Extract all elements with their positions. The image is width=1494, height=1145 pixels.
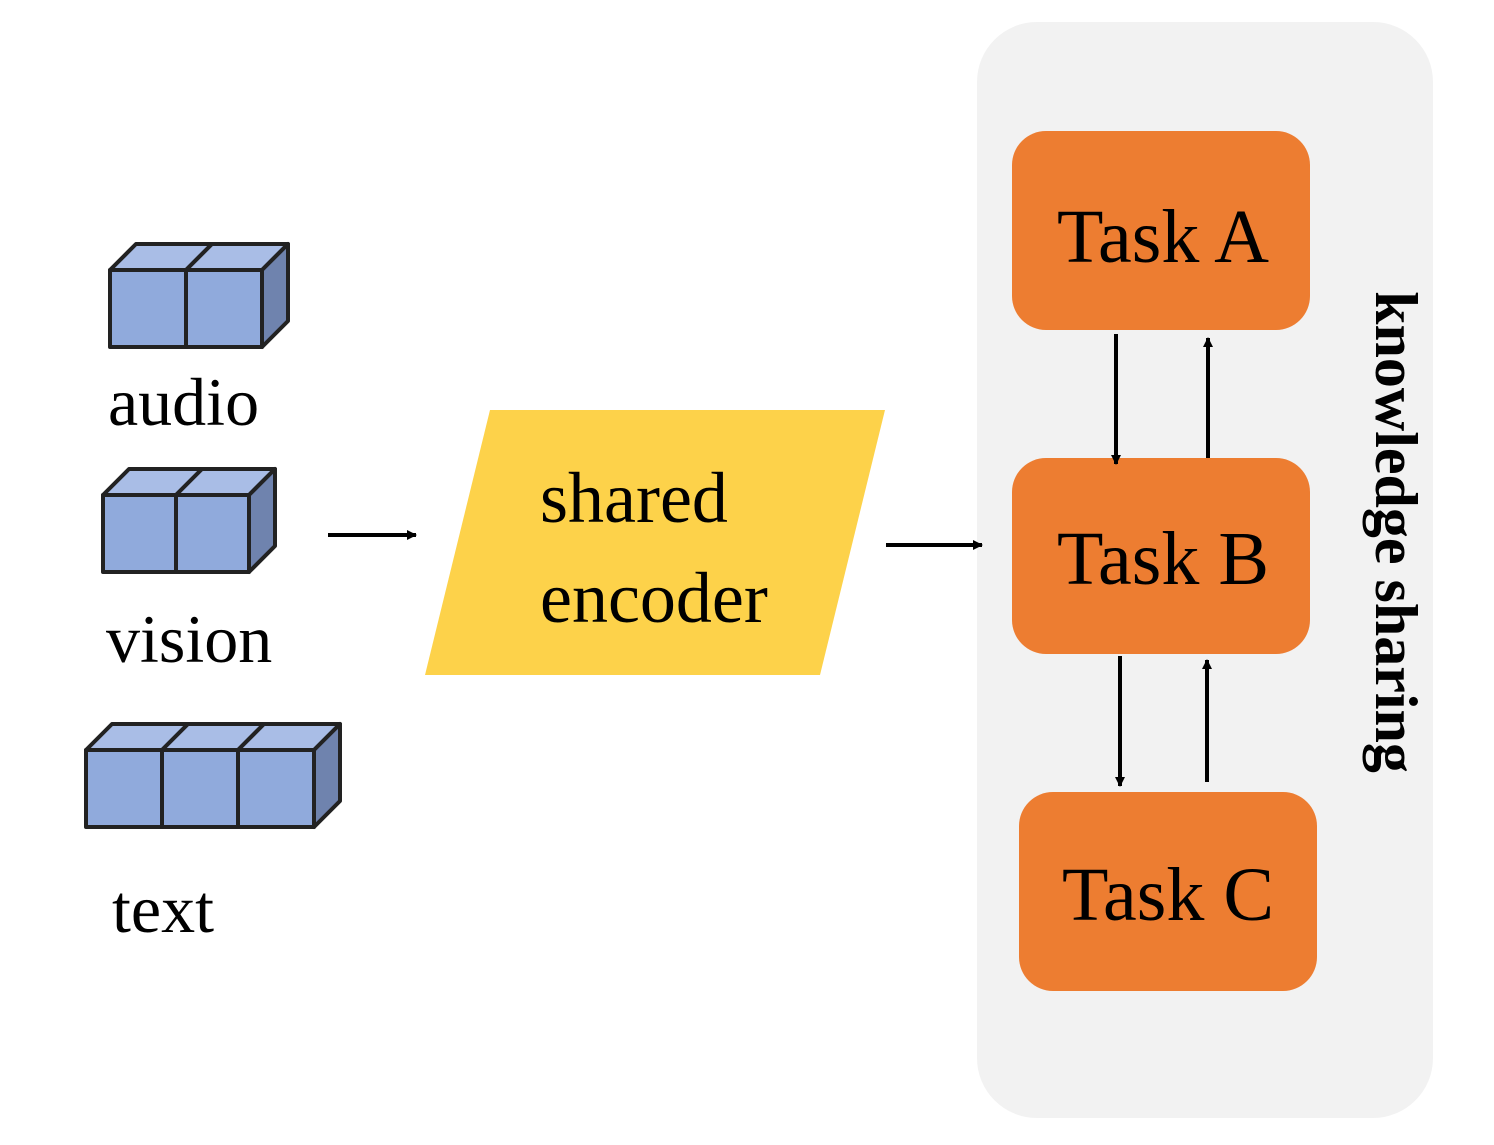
task-b-box — [1012, 458, 1310, 654]
text-cubes — [84, 722, 342, 829]
task-c-box — [1019, 792, 1317, 991]
task-c-label: Task C — [1062, 853, 1274, 937]
cube-front-face — [108, 268, 188, 349]
cube-side-face — [260, 242, 290, 349]
text-label: text — [112, 871, 214, 947]
task-a-label: Task A — [1057, 195, 1269, 279]
shared-encoder-shape — [425, 410, 885, 675]
audio-cubes — [108, 242, 290, 349]
audio-label: audio — [108, 364, 259, 440]
encoder-label-line1: shared — [540, 458, 728, 538]
cube-front-face — [236, 748, 316, 829]
cube-front-face — [160, 748, 240, 829]
vision-label: vision — [106, 601, 272, 677]
cube-front-face — [174, 493, 251, 574]
encoder-label-line2: encoder — [540, 558, 768, 638]
cube-side-face — [247, 467, 277, 574]
vision-cubes — [101, 467, 277, 574]
cube-side-face — [312, 722, 342, 829]
cube-front-face — [184, 268, 264, 349]
task-b-label: Task B — [1057, 517, 1269, 601]
cube-front-face — [101, 493, 178, 574]
knowledge-sharing-label: knowledge sharing — [1363, 291, 1429, 773]
cube-front-face — [84, 748, 164, 829]
task-a-box — [1012, 131, 1310, 330]
